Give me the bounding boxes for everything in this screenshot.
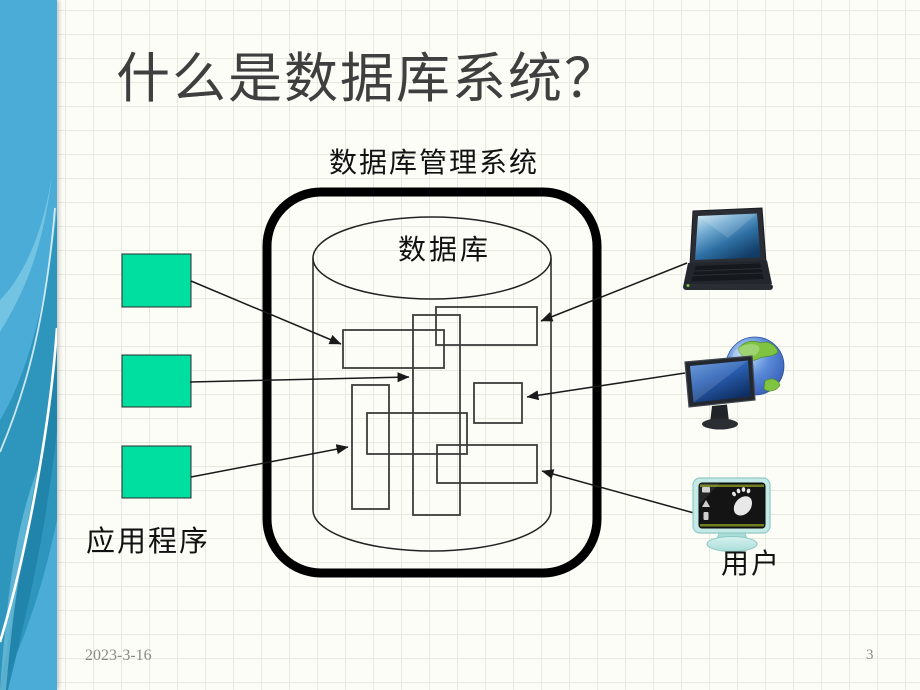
sidebar-swoosh-deep: [0, 330, 57, 690]
table-box: [473, 382, 523, 424]
sidebar-white-curve: [0, 327, 57, 643]
slide-title: 什么是数据库系统？: [116, 49, 620, 109]
database-cylinder: [312, 216, 552, 552]
arrow-app-1: [190, 280, 342, 345]
application-arrows: [189, 280, 410, 478]
stored-tables: [342, 306, 538, 516]
application-boxes: [121, 253, 192, 499]
application-box: [121, 354, 192, 408]
dbms-label: 数据库管理系统: [329, 148, 540, 179]
sidebar-decoration: [0, 0, 57, 690]
globe-icon: [725, 336, 785, 396]
arrow-user-1: [540, 262, 688, 322]
sidebar-swoosh-light-2: [0, 468, 38, 690]
applications-label: 应用程序: [86, 526, 211, 558]
application-box: [121, 253, 192, 308]
sidebar-swoosh-light: [0, 175, 52, 332]
table-box: [436, 444, 538, 484]
table-box: [412, 314, 461, 516]
arrow-user-2: [526, 372, 686, 401]
table-box: [342, 329, 445, 369]
table-box: [351, 384, 390, 510]
retro-monitor-icon: [692, 477, 771, 552]
slide-date: 2023-3-16: [85, 647, 152, 664]
monitor-globe-icon: [684, 336, 785, 430]
users-label: 用户: [721, 549, 782, 580]
desktop-mini-icons: [702, 487, 710, 520]
table-box: [435, 306, 538, 346]
laptop-icon: [683, 207, 773, 290]
sidebar-white-curve-2: [0, 207, 56, 453]
arrow-app-2: [189, 372, 410, 383]
dbms-boundary: [262, 187, 602, 578]
gnome-foot-icon: [732, 487, 752, 516]
table-box: [366, 412, 468, 455]
arrow-user-3: [541, 469, 695, 514]
arrow-app-3: [190, 444, 349, 478]
application-box: [121, 445, 192, 499]
database-label: 数据库: [398, 235, 492, 266]
slide-page-number: 3: [866, 647, 874, 663]
user-arrows: [526, 262, 695, 514]
